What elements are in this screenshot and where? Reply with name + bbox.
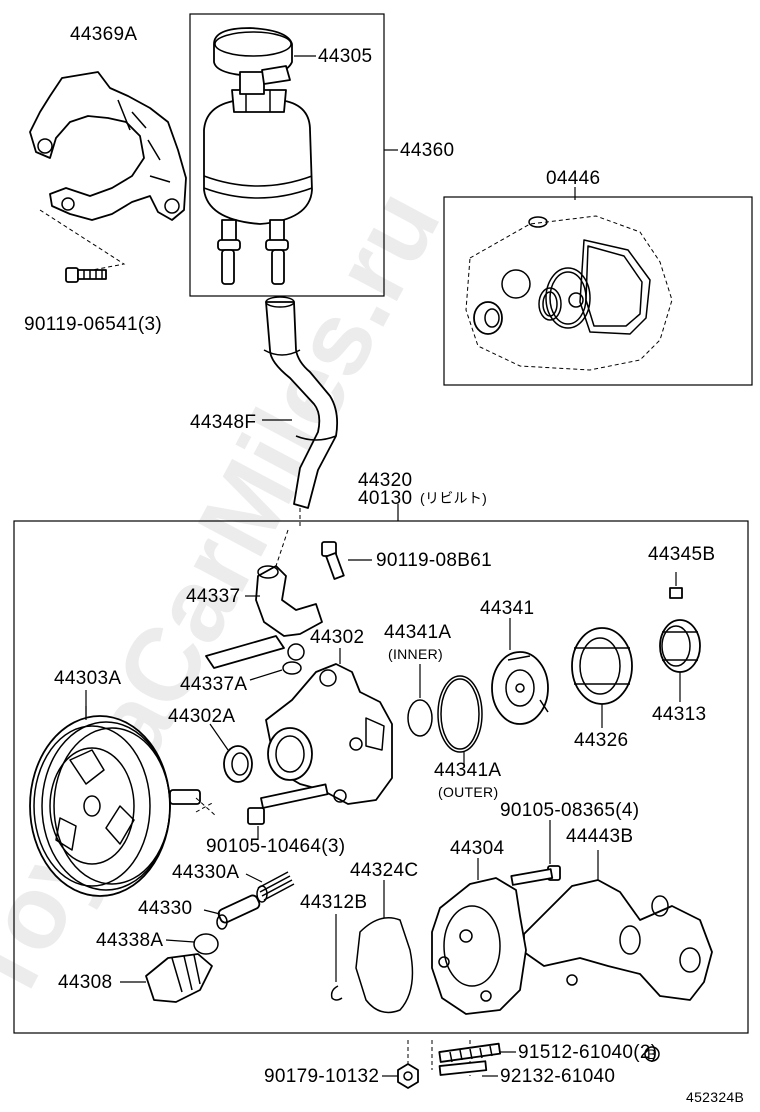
label-44302A[interactable]: 44302A	[168, 706, 235, 727]
union-44337[interactable]	[205, 565, 323, 669]
label-44345B[interactable]: 44345B	[648, 544, 715, 565]
valve-44330[interactable]	[216, 894, 261, 930]
nut-90179-10132[interactable]	[397, 1063, 419, 1089]
label-44324C[interactable]: 44324C	[350, 860, 418, 881]
leader-44337A	[249, 669, 283, 681]
hose-44348F[interactable]	[263, 296, 339, 509]
pin-44345B[interactable]	[669, 587, 683, 599]
label-inner-note: (INNER)	[388, 646, 443, 662]
label-44369A[interactable]: 44369A	[70, 24, 137, 45]
oring-44341A-outer[interactable]	[437, 675, 483, 753]
label-91512-61040[interactable]: 91512-61040(2)	[518, 1042, 657, 1063]
leader-pulley-dash	[195, 797, 217, 817]
label-44443B[interactable]: 44443B	[566, 826, 633, 847]
reservoir-group-box	[189, 13, 385, 297]
oring-44341A-inner[interactable]	[407, 699, 433, 737]
gasket-kit-04446[interactable]	[465, 215, 673, 371]
cam-ring-44326[interactable]	[571, 627, 633, 705]
label-44305[interactable]: 44305	[318, 46, 372, 67]
label-44341[interactable]: 44341	[480, 598, 534, 619]
label-44302[interactable]: 44302	[310, 627, 364, 648]
bolt-90119-08B61[interactable]	[321, 541, 345, 580]
leader-bracket-bolt	[39, 209, 126, 273]
bolt-91512-61040[interactable]	[438, 1042, 502, 1063]
label-92132-61040[interactable]: 92132-61040	[500, 1066, 615, 1087]
label-44308[interactable]: 44308	[58, 972, 112, 993]
circle-b-marker	[644, 1046, 660, 1062]
label-44337[interactable]: 44337	[186, 586, 240, 607]
pump-housing-44302[interactable]	[265, 663, 393, 805]
label-44303A[interactable]: 44303A	[54, 668, 121, 689]
figure-id: 452324B	[686, 1089, 744, 1105]
reservoir-44360[interactable]	[203, 89, 313, 285]
rear-cover-44304[interactable]	[431, 877, 527, 1015]
leader-44330A	[245, 873, 263, 883]
label-44348F[interactable]: 44348F	[190, 412, 256, 433]
label-44360[interactable]: 44360	[400, 140, 454, 161]
label-90105-10464[interactable]: 90105-10464(3)	[206, 836, 345, 857]
label-44341A-outer[interactable]: 44341A	[434, 760, 501, 781]
label-44326[interactable]: 44326	[574, 730, 628, 751]
label-44313[interactable]: 44313	[652, 704, 706, 725]
label-90179-10132[interactable]: 90179-10132	[264, 1066, 379, 1087]
leader-44330	[203, 909, 221, 915]
clip-44312B[interactable]	[330, 985, 343, 1001]
leader-44302A	[209, 723, 229, 751]
bolt-90105-08365[interactable]	[510, 865, 561, 886]
label-90119-08B61[interactable]: 90119-08B61	[376, 550, 492, 571]
plug-44308[interactable]	[145, 953, 213, 1003]
label-44304[interactable]: 44304	[450, 838, 504, 859]
bracket-44369A[interactable]	[29, 71, 187, 221]
label-90119-06541[interactable]: 90119-06541(3)	[24, 314, 162, 335]
oring-44338A[interactable]	[193, 933, 219, 955]
label-44320[interactable]: 44320	[358, 470, 412, 491]
gasket-44324C[interactable]	[355, 917, 414, 1014]
label-44338A[interactable]: 44338A	[96, 930, 163, 951]
side-plate-44341[interactable]	[491, 651, 549, 725]
leader-44338A	[165, 939, 195, 943]
rotor-44313[interactable]	[659, 619, 701, 673]
gasket-kit-box	[443, 196, 753, 386]
label-40130[interactable]: 40130	[358, 488, 412, 509]
label-outer-note: (OUTER)	[438, 784, 498, 800]
leader-union-dash	[275, 529, 289, 567]
oring-44337A[interactable]	[282, 661, 302, 675]
cap-44305[interactable]	[213, 27, 293, 95]
label-44337A[interactable]: 44337A	[180, 674, 247, 695]
label-44341A-inner[interactable]: 44341A	[384, 622, 451, 643]
seal-44302A[interactable]	[223, 745, 253, 783]
bolt-90119-06541[interactable]	[65, 267, 107, 283]
bolt-90105-10464[interactable]	[247, 783, 329, 825]
spring-44330A[interactable]	[256, 871, 295, 903]
label-circle-b: B	[647, 1046, 657, 1062]
pump-assembly-box	[13, 520, 749, 1034]
label-44312B[interactable]: 44312B	[300, 892, 367, 913]
label-90105-08365[interactable]: 90105-08365(4)	[500, 800, 639, 821]
label-04446[interactable]: 04446	[546, 168, 600, 189]
label-44330A[interactable]: 44330A	[172, 862, 239, 883]
stud-92132-61040[interactable]	[438, 1060, 488, 1076]
label-40130-note: (リビルト)	[420, 490, 487, 506]
label-44330[interactable]: 44330	[138, 898, 192, 919]
pulley-44303A[interactable]	[29, 706, 201, 897]
bracket-44443B[interactable]	[523, 879, 713, 1001]
